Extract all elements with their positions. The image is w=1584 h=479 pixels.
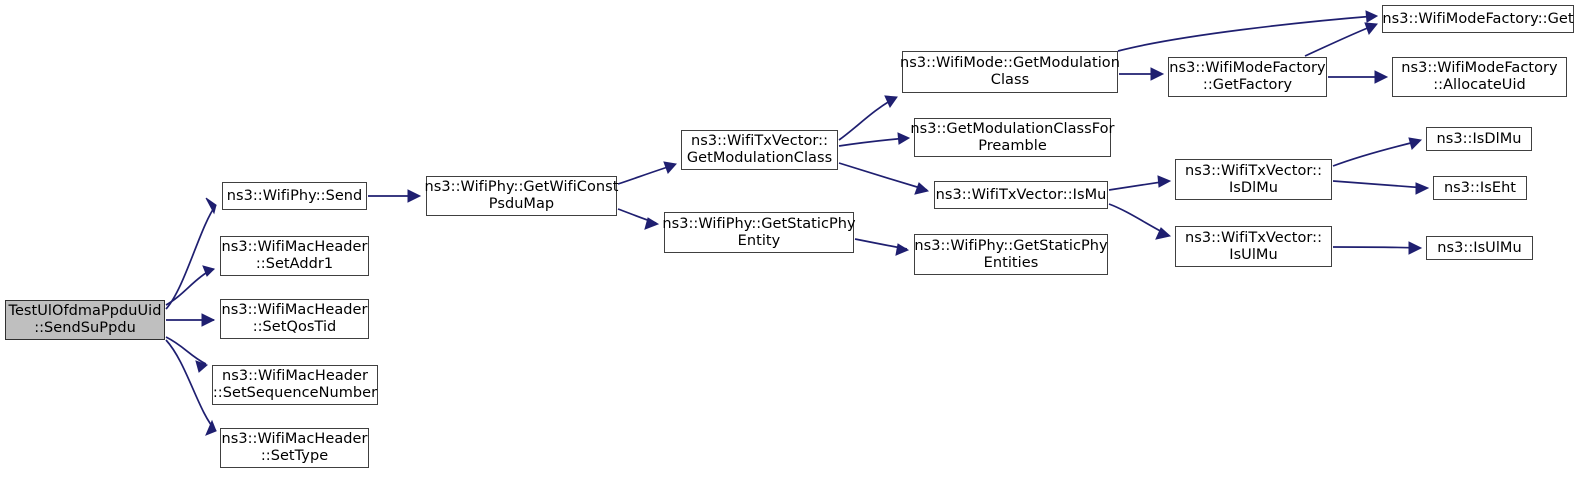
edge-send-to-getwificonstpsdumap <box>368 189 422 203</box>
edge-arrowhead <box>897 132 911 145</box>
graph-node-isulmu[interactable]: ns3::IsUlMu <box>1426 236 1533 260</box>
graph-node-send[interactable]: ns3::WifiPhy::Send <box>222 182 367 210</box>
edge-root-to-settype <box>165 339 217 436</box>
edge-root-to-setqostid <box>166 313 216 327</box>
edge-arrowhead <box>884 95 898 109</box>
edge-root-to-send <box>165 197 217 310</box>
edge-wifimode-getmodulationclass-to-getfactory <box>1119 67 1165 81</box>
edge-ismu-to-txvector-isdlmu <box>1108 175 1172 191</box>
graph-node-txvector-getmodulationclass[interactable]: ns3::WifiTxVector:: GetModulationClass <box>681 130 838 170</box>
edge-arrowhead <box>205 197 217 215</box>
graph-node-label: ns3::WifiTxVector:: IsUlMu <box>1184 229 1323 263</box>
edge-getwificonstpsdumap-to-getstaticphyentity <box>617 208 660 230</box>
graph-node-ismu[interactable]: ns3::WifiTxVector::IsMu <box>934 181 1108 209</box>
graph-node-txvector-isulmu[interactable]: ns3::WifiTxVector:: IsUlMu <box>1175 226 1332 267</box>
edge-arrowhead <box>202 265 215 277</box>
edge-arrowhead <box>914 182 930 195</box>
edge-txvector-isdlmu-to-isdlmu <box>1332 137 1423 167</box>
graph-node-getstaticphyentities[interactable]: ns3::WifiPhy::GetStaticPhy Entities <box>914 234 1108 275</box>
edge-arrowhead <box>195 360 208 373</box>
graph-node-isdlmu[interactable]: ns3::IsDlMu <box>1426 127 1532 151</box>
graph-node-getwificonstpsdumap[interactable]: ns3::WifiPhy::GetWifiConst PsduMap <box>425 176 618 216</box>
edge-root-to-setaddr1 <box>165 265 215 306</box>
graph-node-txvector-isdlmu[interactable]: ns3::WifiTxVector:: IsDlMu <box>1175 159 1332 200</box>
edge-getstaticphyentity-to-getstaticphyentities <box>854 238 910 256</box>
graph-node-label: ns3::WifiPhy::GetStaticPhy Entity <box>662 215 856 249</box>
edge-wifimode-getmodulationclass-to-factory-get <box>1117 10 1379 52</box>
edge-arrowhead <box>1415 182 1430 195</box>
edge-arrowhead <box>1408 137 1423 150</box>
edge-arrowhead <box>644 217 660 230</box>
graph-node-root[interactable]: TestUlOfdmaPpduUid ::SendSuPpdu <box>5 300 165 340</box>
edge-arrowhead <box>205 419 217 436</box>
graph-node-label: ns3::WifiMacHeader ::SetSequenceNumber <box>212 368 378 401</box>
graph-node-label: ns3::WifiModeFactory ::AllocateUid <box>1401 60 1558 93</box>
graph-node-wifimode-getmodulationclass[interactable]: ns3::WifiMode::GetModulation Class <box>900 51 1120 93</box>
graph-node-label: ns3::WifiPhy::GetWifiConst PsduMap <box>424 179 619 212</box>
graph-node-label: ns3::WifiModeFactory ::GetFactory <box>1169 60 1326 93</box>
edge-arrowhead <box>1374 70 1389 84</box>
graph-node-setsequencenumber[interactable]: ns3::WifiMacHeader ::SetSequenceNumber <box>212 365 378 405</box>
edge-ismu-to-txvector-isulmu <box>1108 203 1172 240</box>
edge-arrowhead <box>1155 227 1172 240</box>
graph-node-label: ns3::WifiTxVector:: GetModulationClass <box>686 133 833 166</box>
graph-node-label: ns3::WifiMacHeader ::SetType <box>221 431 368 464</box>
graph-node-label: ns3::WifiMacHeader ::SetQosTid <box>221 302 368 335</box>
edge-arrowhead <box>201 313 216 327</box>
edge-txvector-isulmu-to-isulmu <box>1332 241 1423 255</box>
graph-node-label: ns3::WifiTxVector::IsMu <box>935 186 1107 203</box>
graph-node-label: ns3::WifiMode::GetModulation Class <box>900 55 1120 88</box>
graph-node-label: ns3::WifiPhy::GetStaticPhy Entities <box>914 237 1108 271</box>
graph-node-label: ns3::WifiTxVector:: IsDlMu <box>1184 162 1323 196</box>
graph-node-getstaticphyentity[interactable]: ns3::WifiPhy::GetStaticPhy Entity <box>662 212 856 253</box>
edge-root-to-setsequencenumber <box>165 336 208 373</box>
edge-arrowhead <box>1150 67 1165 81</box>
graph-node-getmodulationclassforpreamble[interactable]: ns3::GetModulationClassFor Preamble <box>910 118 1115 157</box>
graph-node-setaddr1[interactable]: ns3::WifiMacHeader ::SetAddr1 <box>220 236 369 276</box>
edge-arrowhead <box>1364 22 1378 36</box>
edge-txvector-getmodulationclass-to-ismu <box>838 162 930 195</box>
graph-node-allocateuid[interactable]: ns3::WifiModeFactory ::AllocateUid <box>1392 57 1567 97</box>
graph-node-factory-get[interactable]: ns3::WifiModeFactory::Get <box>1382 5 1574 33</box>
graph-node-label: ns3::GetModulationClassFor Preamble <box>910 120 1115 154</box>
graph-node-label: ns3::IsEht <box>1443 179 1517 196</box>
edge-arrowhead <box>1408 241 1423 255</box>
edge-arrowhead <box>1365 10 1379 23</box>
graph-node-label: ns3::WifiModeFactory::Get <box>1382 10 1574 27</box>
graph-node-label: ns3::IsUlMu <box>1437 239 1522 256</box>
edge-getfactory-to-factory-get <box>1304 22 1378 57</box>
graph-node-label: ns3::WifiMacHeader ::SetAddr1 <box>221 239 368 272</box>
graph-node-label: ns3::IsDlMu <box>1436 130 1522 147</box>
edge-txvector-isdlmu-to-iseht <box>1332 180 1430 195</box>
graph-node-settype[interactable]: ns3::WifiMacHeader ::SetType <box>220 428 369 468</box>
graph-node-label: ns3::WifiPhy::Send <box>226 187 363 204</box>
edge-arrowhead <box>663 161 677 174</box>
graph-node-getfactory[interactable]: ns3::WifiModeFactory ::GetFactory <box>1168 57 1327 97</box>
edge-arrowhead <box>407 189 422 203</box>
edge-getfactory-to-allocateuid <box>1328 70 1389 84</box>
graph-node-iseht[interactable]: ns3::IsEht <box>1433 176 1527 200</box>
graph-node-label: TestUlOfdmaPpduUid ::SendSuPpdu <box>8 303 162 336</box>
edge-arrowhead <box>1157 175 1172 188</box>
edge-getwificonstpsdumap-to-txvector-getmodulationclass <box>617 161 677 185</box>
edge-txvector-getmodulationclass-to-getmodulationclassforpreamble <box>838 132 911 147</box>
edge-txvector-getmodulationclass-to-wifimode-getmodulationclass <box>838 95 898 141</box>
edge-arrowhead <box>895 243 910 256</box>
graph-node-setqostid[interactable]: ns3::WifiMacHeader ::SetQosTid <box>220 299 369 339</box>
